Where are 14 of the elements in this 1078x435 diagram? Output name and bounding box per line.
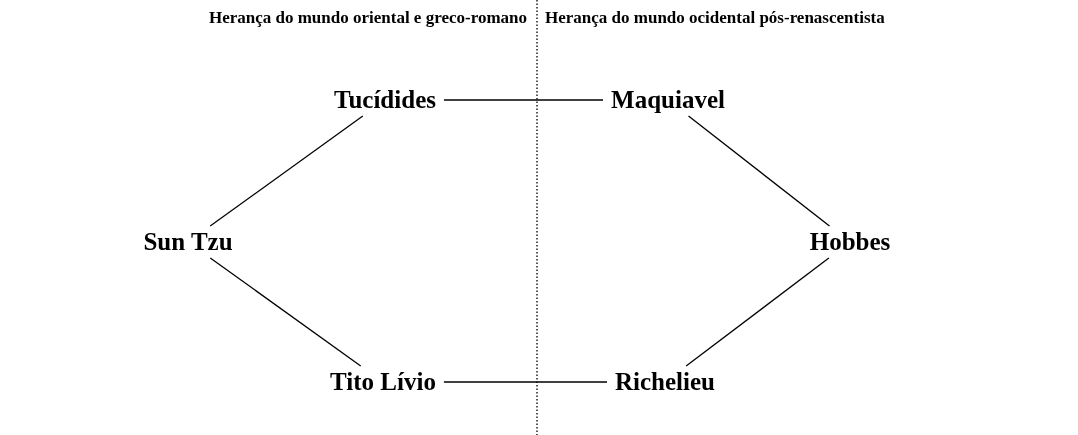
connector-line <box>687 115 831 227</box>
name-label: Tucídides <box>326 84 444 116</box>
column-heading: Herança do mundo ocidental pós-renascentista <box>545 8 885 28</box>
connector-line <box>443 381 608 383</box>
name-label: Tito Lívio <box>322 366 444 398</box>
name-label: Hobbes <box>801 226 899 258</box>
connector-line <box>443 99 604 101</box>
name-label: Richelieu <box>607 366 723 398</box>
name-label: Sun Tzu <box>135 226 241 258</box>
connector-line <box>209 115 364 227</box>
name-label: Maquiavel <box>603 84 733 116</box>
connector-line <box>209 257 362 367</box>
connector-line <box>685 257 830 367</box>
column-heading: Herança do mundo oriental e greco-romano <box>208 8 527 28</box>
